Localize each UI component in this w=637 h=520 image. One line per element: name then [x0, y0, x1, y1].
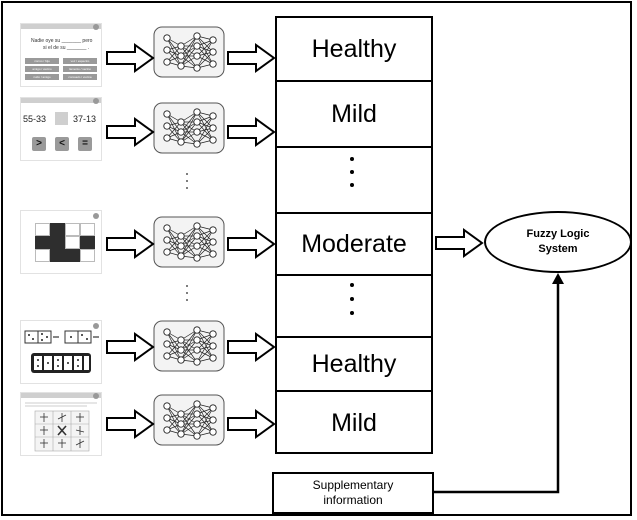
level-to-fuzzy-arrow: [435, 228, 484, 258]
grid-cell: [35, 236, 50, 249]
thumb-knob-icon: [93, 213, 99, 219]
level-cell: Healthy: [277, 338, 431, 392]
grid-cell: [35, 223, 50, 236]
sentence-option: lamento / vecino: [63, 66, 97, 72]
sentence-option: consuelo / vecina: [63, 74, 97, 80]
thumb-knob-icon: [93, 323, 99, 329]
thumb-knob-icon: [93, 393, 99, 399]
less-button: <: [55, 137, 69, 151]
level-label: Healthy: [311, 349, 397, 378]
neural-network-icon: [153, 216, 225, 268]
ellipsis-dot: [350, 183, 354, 187]
network-to-level-arrow: [227, 332, 276, 362]
network-to-level-arrow: [227, 229, 276, 259]
grid-cell: [35, 249, 50, 262]
supplementary-line2: information: [323, 493, 383, 507]
fuzzy-label-line2: System: [538, 243, 578, 255]
thumb-titlebar: [21, 98, 101, 103]
level-cell: Mild: [277, 82, 431, 148]
compare-right: 37-13: [73, 114, 97, 124]
grid-cell: [80, 236, 95, 249]
sentence-option: amigo / vecino: [25, 66, 59, 72]
supplementary-information-box: Supplementary information: [272, 472, 434, 514]
neural-network-icon: [153, 394, 225, 446]
network-to-level-arrow: [227, 409, 276, 439]
ellipsis-dot: [186, 285, 188, 287]
task-thumbnail-grid: [21, 211, 101, 273]
grid-cell: [80, 223, 95, 236]
level-cell: Mild: [277, 392, 431, 454]
stack-ellipsis: [273, 157, 431, 187]
thumb-to-network-arrow: [106, 332, 155, 362]
thumb-knob-icon: [93, 24, 99, 30]
thumb-titlebar: [21, 393, 101, 398]
supplementary-line1: Supplementary: [312, 478, 394, 492]
task-thumbnail-dominoes: [21, 321, 101, 383]
thumb-to-network-arrow: [106, 117, 155, 147]
sentence-option: zorros / hijo: [25, 58, 59, 64]
sentence-option: voz / espectro: [63, 58, 97, 64]
grid-cell: [50, 223, 65, 236]
level-label: Moderate: [301, 229, 407, 258]
thumb-to-network-arrow: [106, 229, 155, 259]
task-thumbnail-sentence: Nadie oye su _______ pero si el de su __…: [21, 24, 101, 86]
ellipsis-dot: [186, 173, 188, 175]
ellipsis-dot: [186, 187, 188, 189]
ellipsis-dot: [350, 283, 354, 287]
ellipsis-dot: [186, 299, 188, 301]
grid-cell: [80, 249, 95, 262]
ellipsis-dot: [186, 180, 188, 182]
grid-cell: [65, 223, 80, 236]
fuzzy-logic-system: Fuzzy Logic System: [484, 211, 632, 273]
grid-cell: [65, 236, 80, 249]
task-thumbnail-compare: 55-33 37-13 > < =: [21, 98, 101, 160]
thumb-to-network-arrow: [106, 409, 155, 439]
compare-blank: [55, 112, 68, 125]
sentence-option: ruido / amigo: [25, 74, 59, 80]
level-stack: Healthy Mild Moderate Healthy Mild: [275, 16, 433, 454]
equal-button: =: [78, 137, 92, 151]
grid-cell: [50, 249, 65, 262]
level-cell: Moderate: [277, 214, 431, 276]
level-label: Mild: [331, 99, 377, 128]
level-cell-ellipsis: [277, 276, 431, 338]
neural-network-icon: [153, 26, 225, 78]
greater-button: >: [32, 137, 46, 151]
sentence-line-1: Nadie oye su _______ pero: [31, 38, 93, 44]
task-thumbnail-figures: [21, 393, 101, 455]
ellipsis-dot: [350, 170, 354, 174]
stack-ellipsis: [273, 283, 431, 315]
figure-grid-graphic: [25, 402, 97, 452]
neural-network-icon: [153, 320, 225, 372]
sentence-line-2: si el de su _______ .: [43, 45, 90, 51]
ellipsis-dot: [350, 297, 354, 301]
network-to-level-arrow: [227, 117, 276, 147]
ellipsis-dot: [186, 292, 188, 294]
grid-cell: [65, 249, 80, 262]
level-label: Mild: [331, 408, 377, 437]
neural-network-icon: [153, 102, 225, 154]
fuzzy-label-line1: Fuzzy Logic: [526, 228, 590, 240]
thumb-titlebar: [21, 24, 101, 29]
grid-cell: [50, 236, 65, 249]
domino-graphic: [24, 330, 99, 373]
thumb-to-network-arrow: [106, 43, 155, 73]
ellipsis-dot: [350, 311, 354, 315]
thumb-knob-icon: [93, 98, 99, 104]
ellipsis-dot: [350, 157, 354, 161]
network-to-level-arrow: [227, 43, 276, 73]
level-label: Healthy: [311, 34, 397, 63]
level-cell: Healthy: [277, 18, 431, 82]
compare-left: 55-33: [23, 114, 47, 124]
level-cell-ellipsis: [277, 148, 431, 214]
